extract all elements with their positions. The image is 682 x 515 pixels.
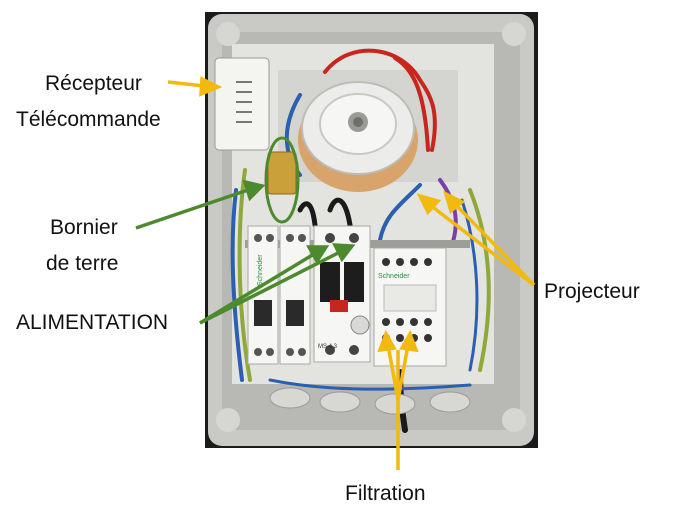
corner-boss-br <box>502 408 526 432</box>
corner-boss-tr <box>502 22 526 46</box>
model-marking: MS 4,3 <box>318 344 338 350</box>
arrow-filtration <box>377 329 419 470</box>
arrow-bornier <box>135 179 266 230</box>
earth-terminal-block <box>267 151 297 195</box>
arrow-alimentation <box>199 243 356 325</box>
label-telecommande: Télécommande <box>16 108 161 131</box>
corner-boss-tl <box>216 22 240 46</box>
label-de-terre: de terre <box>46 252 119 275</box>
label-bornier: Bornier <box>50 216 118 239</box>
toroidal-transformer <box>278 70 458 192</box>
remote-receiver <box>214 57 270 151</box>
label-alimentation: ALIMENTATION <box>16 311 169 334</box>
label-projecteur: Projecteur <box>544 280 640 303</box>
cable-glands <box>269 387 471 415</box>
arrow-recepteur <box>167 76 223 97</box>
corner-boss-bl <box>216 408 240 432</box>
brand-marking-left: Schneider <box>257 254 264 286</box>
circuit-breaker-2 <box>279 225 311 365</box>
earth-terminal-highlight <box>264 136 300 224</box>
brand-marking-right: Schneider <box>378 273 410 280</box>
receiver-vents <box>236 81 252 123</box>
label-filtration: Filtration <box>345 482 426 505</box>
label-recepteur: Récepteur <box>45 72 142 95</box>
arrow-projecteur <box>416 190 536 287</box>
